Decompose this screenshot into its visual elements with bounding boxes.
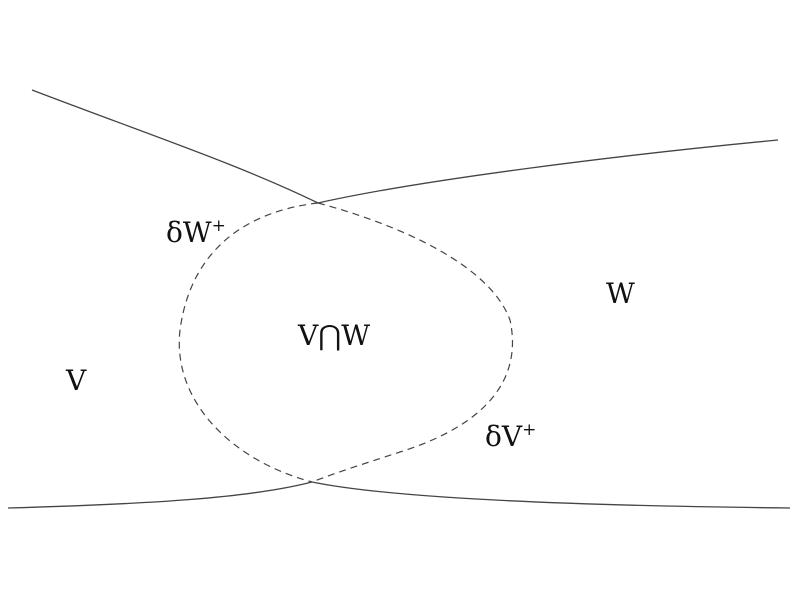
- label-intersection: V⋂W: [297, 319, 370, 352]
- boundary-w-lower: [7, 481, 313, 509]
- boundary-delta-v-plus: [311, 202, 513, 483]
- boundary-v-upper: [31, 89, 319, 204]
- boundary-w-upper: [317, 139, 779, 204]
- label-delta-v-sup: +: [522, 420, 536, 440]
- label-delta-v-base: δV: [485, 420, 523, 453]
- boundary-delta-w-plus: [178, 202, 319, 483]
- label-delta-w-plus: δW+: [166, 216, 226, 249]
- label-delta-w-base: δW: [166, 216, 212, 249]
- boundary-v-lower: [311, 481, 791, 509]
- label-delta-w-sup: +: [212, 216, 226, 236]
- label-region-w: W: [606, 277, 635, 310]
- label-region-v: V: [65, 364, 87, 397]
- label-delta-v-plus: δV+: [485, 420, 536, 453]
